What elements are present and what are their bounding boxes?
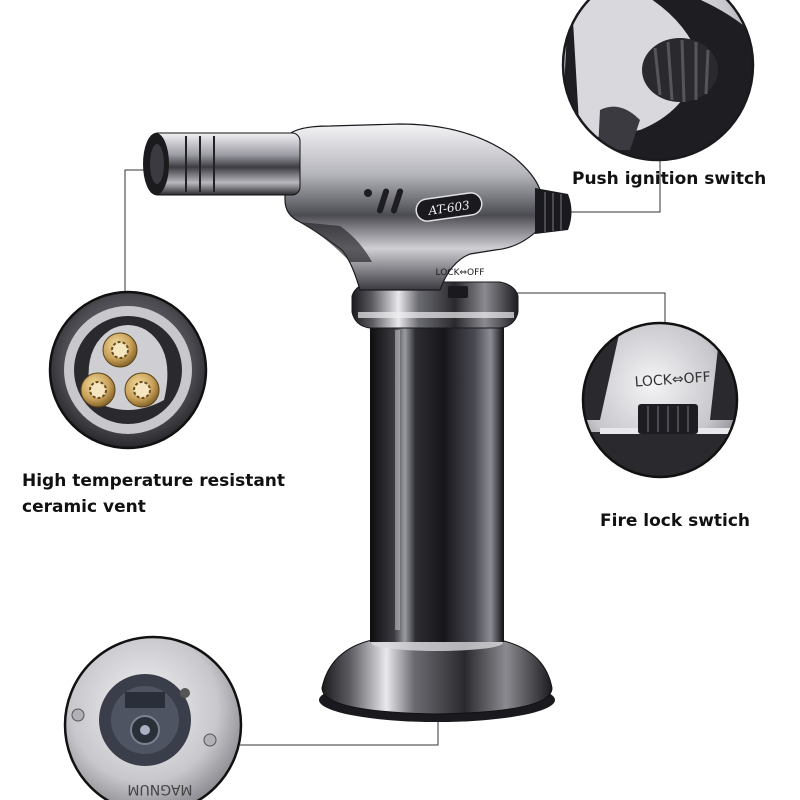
- torch-screw: [364, 189, 372, 197]
- torch-vents: [376, 188, 404, 214]
- zoom-fire-lock-switch: LOCK⇔OFF: [581, 321, 739, 479]
- zoom-ignition-button: [642, 38, 718, 102]
- torch-body-highlight: [395, 330, 400, 630]
- torch-nozzle: [149, 132, 301, 196]
- callout-ceramic-line-1: High temperature resistant: [22, 471, 286, 491]
- torch-head-shade: [300, 222, 372, 262]
- leader-line-base: [240, 715, 439, 746]
- model-badge-text: AT-603: [427, 198, 471, 218]
- torch-base: [321, 639, 553, 715]
- callout-push-ignition: Push ignition switch: [572, 169, 767, 189]
- callout-fire-lock: Fire lock swtich: [600, 511, 751, 531]
- torch-nozzle-mouth-inner: [150, 144, 164, 184]
- zoom-refill-valve: MAGNUM: [63, 635, 243, 800]
- torch-head: [284, 123, 541, 291]
- leader-line-lock: [480, 292, 666, 323]
- model-badge: AT-603: [415, 192, 483, 222]
- torch-lighter: AT-603 LOCK⇔OFF: [143, 123, 572, 722]
- zoom-ignition-switch: [561, 0, 755, 162]
- ignition-button: [535, 188, 572, 234]
- refill-screw-right: [203, 733, 217, 747]
- leader-line-ignition: [548, 150, 661, 213]
- callout-ceramic-line-2: ceramic vent: [22, 497, 146, 517]
- torch-nozzle-grooves: [185, 136, 215, 192]
- zoom-lock-text: LOCK⇔OFF: [634, 369, 711, 390]
- callout-ceramic-vent: High temperature resistant ceramic vent: [22, 468, 285, 520]
- ceramic-vent-holes: [80, 332, 160, 408]
- refill-screw-left: [71, 708, 85, 722]
- lock-text-small: LOCK⇔OFF: [436, 268, 485, 278]
- lock-switch: [448, 286, 468, 298]
- torch-body-cylinder: [370, 318, 504, 642]
- zoom-base-text: MAGNUM: [127, 781, 192, 797]
- zoom-ceramic-vent: [48, 290, 208, 450]
- torch-collar-band: [358, 312, 514, 318]
